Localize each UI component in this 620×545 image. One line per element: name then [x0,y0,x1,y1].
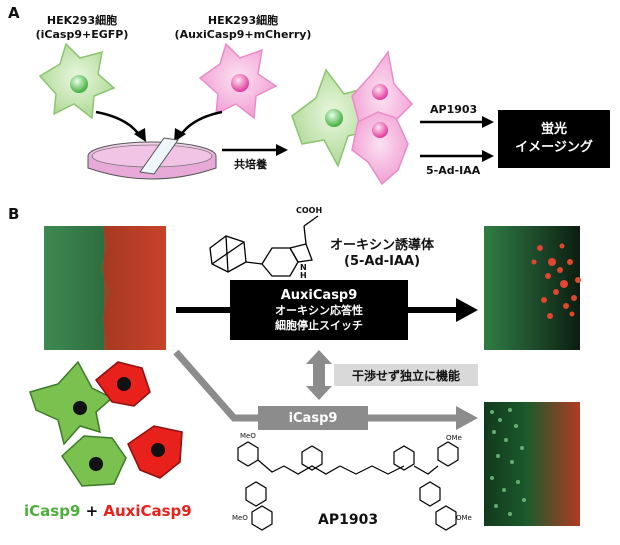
nh-h: H [300,271,307,280]
green-cell-label: HEK293細胞 (iCasp9+EGFP) [22,14,142,42]
imaging-box: 蛍光 イメージング [498,110,610,168]
legend-text: iCasp9 + AuxiCasp9 [24,502,192,520]
micrograph-bottom-right [484,402,580,526]
coculture-arrow [222,144,288,156]
compound-code: (5-Ad-IAA) [344,254,421,269]
auxicasp9-switch-box: AuxiCasp9 オーキシン応答性 細胞停止スイッチ [230,280,408,340]
meo-label-top: MeO [240,432,256,440]
pink-cell-label-line2: (AuxiCasp9+mCherry) [174,28,312,41]
panel-b-label: B [8,205,20,223]
coculture-cells-icon [291,50,414,186]
imaging-line1: 蛍光 [540,122,567,137]
switch-title: AuxiCasp9 [280,287,358,303]
cooh-label: COOH [296,206,323,215]
panel-a-label: A [8,4,20,22]
green-cell-label-line2: (iCasp9+EGFP) [35,28,129,41]
legend-cells-icon [29,360,183,487]
pink-cell-label-line1: HEK293細胞 [207,14,279,27]
green-cell-label-line1: HEK293細胞 [46,14,118,27]
switch-line2: 細胞停止スイッチ [275,318,363,332]
icasp9-arrow [173,349,478,430]
pink-cell-icon [198,42,278,120]
micrograph-top-right [484,226,581,350]
auxin-structure-icon [209,215,319,277]
micrograph-left [44,226,166,350]
legend-plus: + [80,502,104,520]
icasp9-box: iCasp9 [258,406,368,430]
ome-label-bottom: OMe [456,514,472,522]
switch-line1: オーキシン応答性 [275,303,363,317]
nh-label: N H [300,264,307,280]
ap1903-label: AP1903 [318,512,379,528]
5-ad-iaa-label: 5-Ad-IAA [426,164,481,177]
nh-n: N [300,263,307,272]
ap1903-top-label: AP1903 [430,103,478,116]
compound-name: オーキシン誘導体 [330,238,435,253]
green-cell-icon [38,42,116,120]
legend-icasp9: iCasp9 [24,502,81,520]
independent-function-box: 干渉せず独立に機能 [334,364,478,386]
into-dish-arrows [95,110,223,142]
meo-label-bottom: MeO [232,514,248,522]
imaging-line2: イメージング [515,140,593,155]
treatment-arrows [420,116,494,162]
coculture-label: 共培養 [234,158,267,171]
pink-cell-label: HEK293細胞 (AuxiCasp9+mCherry) [168,14,318,42]
ome-label-top: OMe [446,434,462,442]
legend-auxicasp9: AuxiCasp9 [103,502,192,520]
ap1903-structure-icon [237,441,459,531]
independence-double-arrow [306,350,332,400]
culture-dish-icon [87,137,217,180]
